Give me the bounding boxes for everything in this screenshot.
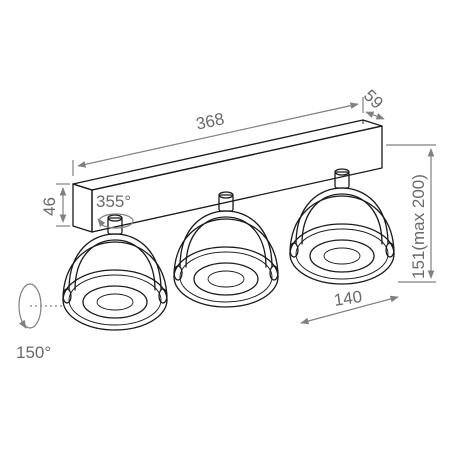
dim-depth-label: 59 xyxy=(360,86,387,113)
dim-depth: 59 xyxy=(360,86,387,120)
spotlight-head-middle xyxy=(173,191,279,308)
dim-total-height-label: 151(max 200) xyxy=(409,174,428,279)
spotlight-head-left xyxy=(62,214,168,331)
dim-rotation: 355° xyxy=(96,192,134,229)
dim-head-depth-label: 140 xyxy=(333,287,364,310)
dim-rotation-label: 355° xyxy=(96,192,131,211)
dim-tilt: 150° xyxy=(16,283,62,362)
dim-height-label: 46 xyxy=(40,197,59,216)
dim-total-height: 151(max 200) xyxy=(386,144,436,283)
dim-head-depth: 140 xyxy=(300,287,399,325)
dim-height: 46 xyxy=(40,183,70,227)
dim-length-label: 368 xyxy=(194,109,226,133)
dim-length: 368 xyxy=(72,97,364,176)
dim-tilt-label: 150° xyxy=(16,343,51,362)
spotlight-head-right xyxy=(289,168,395,285)
